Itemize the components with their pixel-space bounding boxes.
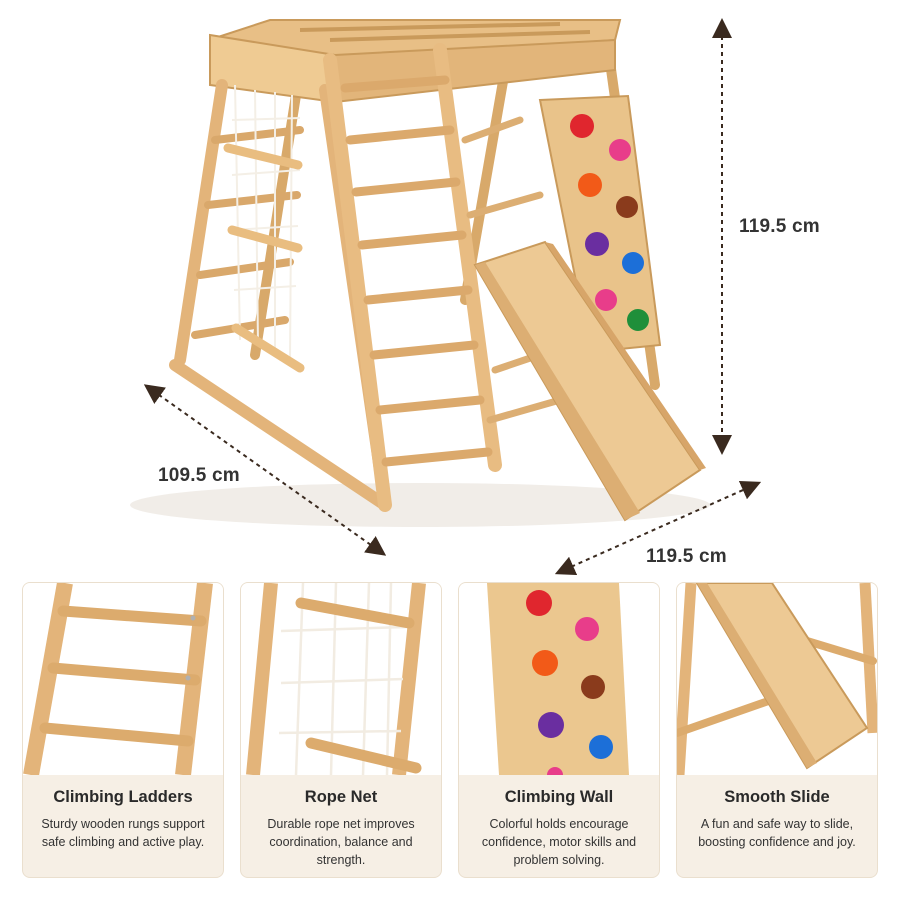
climbing-wall-closeup-image (459, 583, 659, 775)
climbing-gym-illustration (130, 17, 762, 576)
feature-title: Climbing Ladders (53, 788, 193, 806)
feature-description: Sturdy wooden rungs support safe climbin… (41, 817, 205, 849)
feature-card-climbing-wall: Climbing Wall Colorful holds encourage c… (458, 582, 660, 878)
feature-card-smooth-slide: Smooth Slide A fun and safe way to slide… (676, 582, 878, 878)
feature-cards: Climbing Ladders Sturdy wooden rungs sup… (22, 582, 878, 878)
feature-description: Colorful holds encourage confidence, mot… (481, 817, 637, 867)
feature-card-climbing-ladders: Climbing Ladders Sturdy wooden rungs sup… (22, 582, 224, 878)
rope-net-closeup-image (241, 583, 441, 775)
depth-dimension-label: 109.5 cm (158, 465, 240, 486)
feature-title: Climbing Wall (504, 788, 614, 806)
width-dimension-label: 119.5 cm (646, 546, 727, 567)
slide-closeup-image (677, 583, 877, 775)
feature-title: Rope Net (304, 788, 378, 806)
feature-description: A fun and safe way to slide, boosting co… (698, 817, 856, 849)
product-image: 119.5 cm 109.5 cm 119.5 cm (130, 17, 820, 576)
feature-card-rope-net: Rope Net Durable rope net improves coord… (240, 582, 442, 878)
feature-description: Durable rope net improves coordination, … (267, 817, 415, 867)
ladder-closeup-image (23, 583, 223, 775)
height-dimension-label: 119.5 cm (739, 216, 820, 237)
feature-title: Smooth Slide (724, 788, 830, 806)
